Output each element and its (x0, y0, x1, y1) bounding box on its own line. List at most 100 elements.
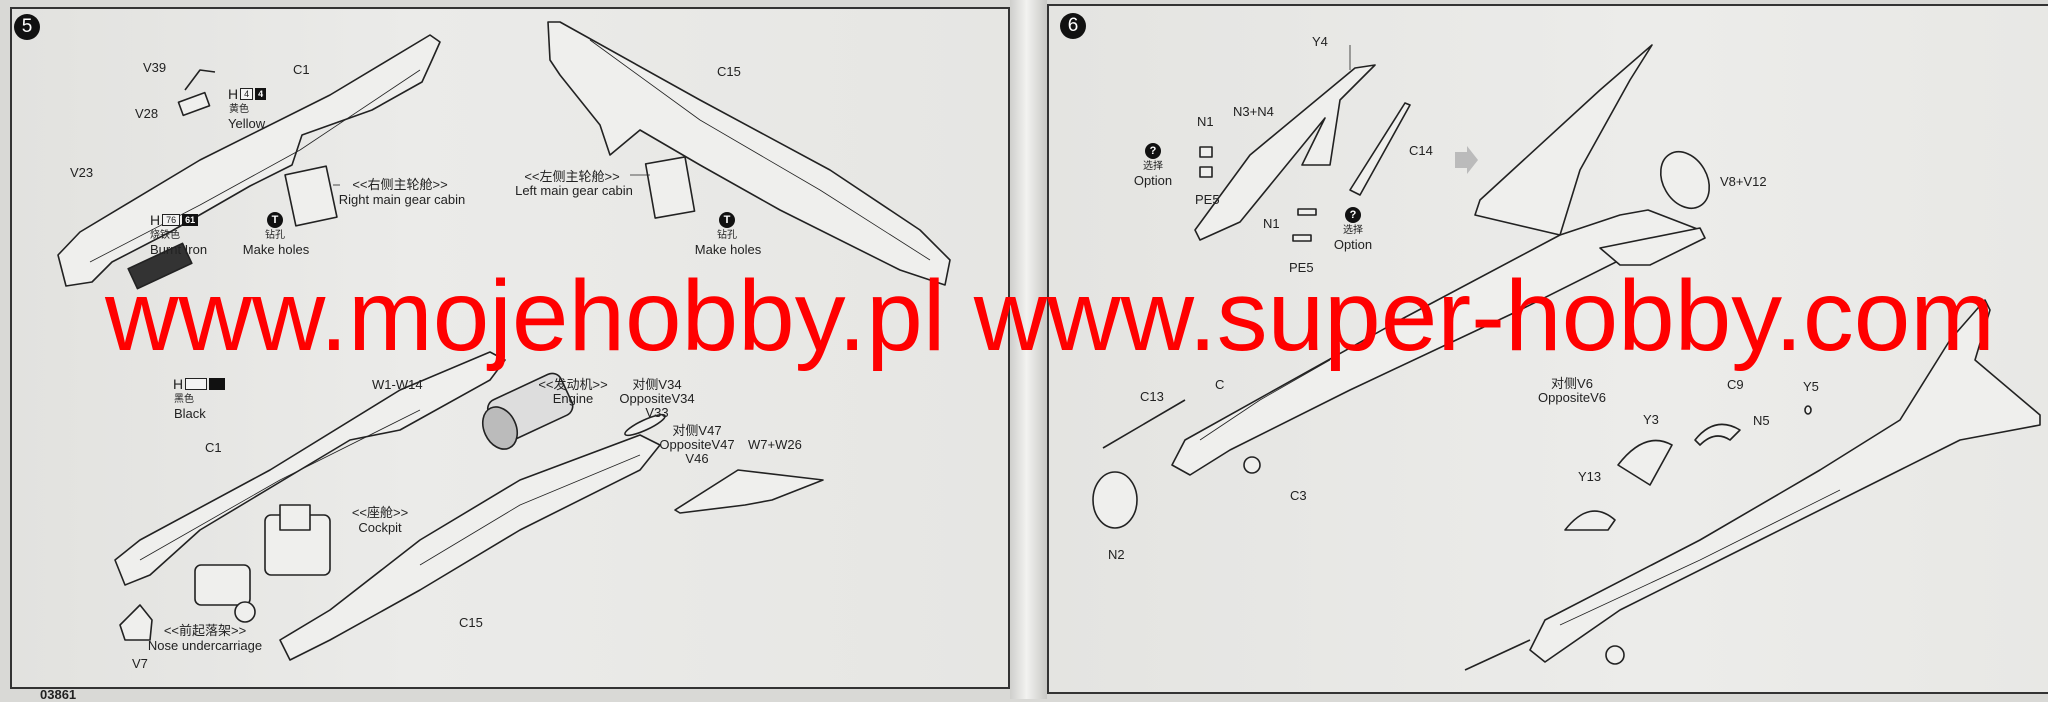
nose-undercarriage (194, 564, 256, 623)
drill-icon: T (719, 212, 735, 228)
instruction-cn: 钻孔 (717, 230, 737, 241)
option-label: Option (1133, 173, 1173, 188)
part-label-c15: C15 (717, 64, 741, 79)
paint-name-en: Black (174, 406, 206, 421)
part-label-v46: V46 (685, 451, 709, 466)
assembled-aircraft-bottom (1464, 299, 2041, 671)
part-label-c3: C3 (1290, 488, 1307, 503)
callout-right-gear-cn: <<右侧主轮舱>> (352, 177, 448, 192)
part-label-c: C (1215, 377, 1225, 392)
tail-fin-n3n4 (1194, 45, 1376, 241)
paint-name-cn: 烧铁色 (150, 230, 180, 241)
part-label-n1: N1 (1197, 114, 1214, 129)
pitot-c13 (1102, 399, 1186, 449)
watermark-text: www.mojehobby.pl www.super-hobby.com (104, 260, 1995, 372)
callout-cockpit-en: Cockpit (358, 520, 402, 535)
part-label-y5: Y5 (1803, 379, 1819, 394)
paint-name-en: Yellow (228, 116, 266, 131)
nozzle-v8-v12 (1659, 150, 1711, 210)
paint-name-en: Burnt Iron (150, 242, 208, 257)
callout-nose-gear-en: Nose undercarriage (147, 638, 263, 653)
paint-code-black: H (173, 375, 226, 392)
part-label-n1: N1 (1263, 216, 1280, 231)
instruction-make-holes: Make holes (694, 242, 762, 257)
drill-icon: T (267, 212, 283, 228)
intake-cone-v7 (119, 604, 153, 641)
part-label-v28: V28 (135, 106, 159, 121)
callout-left-gear-en: Left main gear cabin (515, 183, 633, 198)
paint-prefix: H (228, 85, 239, 102)
callout-left-gear-cn: <<左侧主轮舱>> (524, 169, 620, 184)
part-label-c13: C13 (1140, 389, 1164, 404)
part-label-w7-w26: W7+W26 (748, 437, 802, 452)
rudder-c14 (1349, 102, 1411, 196)
paint-name-cn: 黄色 (229, 104, 249, 115)
paint-code (185, 377, 208, 390)
part-label-c1: C1 (293, 62, 310, 77)
page-gutter (1010, 0, 1047, 699)
paint-code: 76 (162, 213, 181, 226)
part-label-v6: OppositeV6 (1538, 390, 1606, 405)
part-label-v7: V7 (132, 656, 148, 671)
paint-code-yellow: H 4 4 (228, 85, 267, 102)
part-label-c14: C14 (1409, 143, 1433, 158)
callout-nose-gear-cn: <<前起落架>> (163, 623, 247, 638)
paint-code-burnt-iron: H 76 61 (150, 212, 199, 227)
engine-part (481, 372, 574, 450)
part-label-y13: Y13 (1578, 469, 1602, 484)
paint-code: 61 (182, 213, 199, 226)
next-arrow-icon (1455, 146, 1478, 174)
part-label-c15: C15 (459, 615, 483, 630)
callout-engine-en: Engine (552, 391, 594, 406)
paint-code (209, 377, 226, 390)
option-cn: 选择 (1143, 161, 1163, 172)
paint-code: 4 (240, 87, 254, 100)
option-icon: ? (1145, 143, 1161, 159)
part-label-v47: OppositeV47 (659, 437, 735, 452)
part-label-v34-cn: 对侧V34 (632, 377, 682, 392)
part-label-v47-cn: 对侧V47 (672, 423, 722, 438)
part-label-pe5: PE5 (1195, 192, 1220, 207)
paint-code: 4 (255, 87, 267, 100)
paint-name-cn: 黑色 (174, 394, 194, 405)
assembled-aircraft-top (1171, 44, 1706, 476)
part-label-c1: C1 (205, 440, 222, 455)
part-label-y4: Y4 (1312, 34, 1328, 49)
instruction-page-left (10, 7, 1010, 689)
option-cn: 选择 (1343, 225, 1363, 236)
right-gear-cabin (284, 165, 340, 227)
part-label-v33: V33 (645, 405, 669, 420)
part-label-v8-v12: V8+V12 (1720, 174, 1767, 189)
step-6-badge: 6 (1060, 13, 1086, 39)
cockpit-tub (264, 504, 331, 576)
fuselage-half-c15-bottom (279, 434, 661, 661)
part-label-n3-n4: N3+N4 (1233, 104, 1274, 119)
paint-prefix: H (173, 375, 184, 392)
part-label-c9: C9 (1727, 377, 1744, 392)
n1-pe5-parts (1199, 146, 1317, 242)
callout-right-gear-en: Right main gear cabin (338, 192, 466, 207)
step-5-badge: 5 (14, 14, 40, 40)
callout-engine-cn: <<发动机>> (538, 377, 608, 392)
wing-w7-w26 (674, 469, 824, 514)
part-label-y3: Y3 (1643, 412, 1659, 427)
part-label-v34: OppositeV34 (619, 391, 695, 406)
instruction-make-holes: Make holes (242, 242, 310, 257)
instruction-cn: 钻孔 (265, 230, 285, 241)
part-label-n5: N5 (1753, 413, 1770, 428)
part-label-v23: V23 (70, 165, 94, 180)
fuselage-half-c1-top (57, 34, 441, 290)
callout-cockpit-cn: <<座舱>> (351, 505, 409, 520)
part-label-pe5: PE5 (1289, 260, 1314, 275)
canopy-parts (1564, 405, 1812, 531)
part-label-w1-w14: W1-W14 (372, 377, 423, 392)
part-label-v6-cn: 对侧V6 (1551, 376, 1593, 391)
part-label-n2: N2 (1108, 547, 1125, 562)
option-label: Option (1333, 237, 1373, 252)
page-number: 03861 (40, 687, 77, 702)
intake-ring-n2 (1092, 471, 1138, 529)
instruction-page-right (1047, 4, 2048, 694)
part-v33 (624, 413, 666, 437)
